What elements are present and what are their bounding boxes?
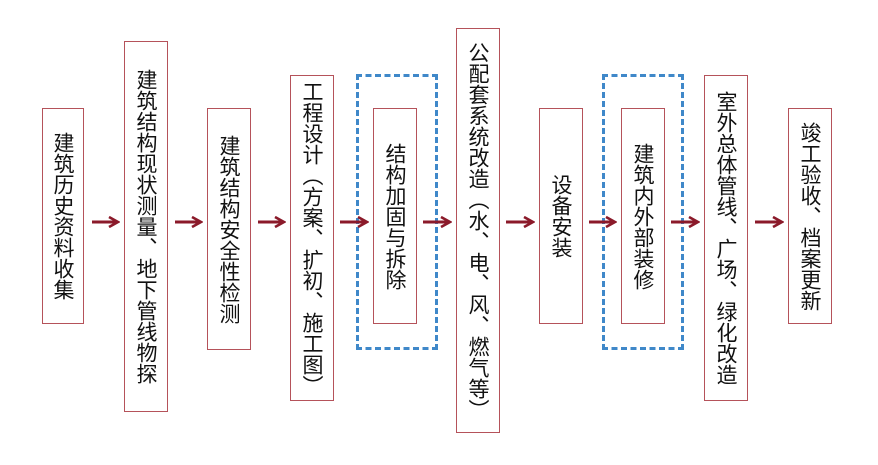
step-outdoor-pipeline-plaza-greening: 室外总体管线、广场、绿化改造 xyxy=(704,75,748,401)
step-completion-acceptance: 竣工验收、档案更新 xyxy=(788,108,832,324)
step-structural-safety-inspection: 建筑结构安全性检测 xyxy=(207,108,251,350)
step-label: 室外总体管线、广场、绿化改造 xyxy=(714,91,738,385)
step-label: 公配套系统改造（水、电、风、燃气等） xyxy=(466,41,490,420)
step-label: 建筑历史资料收集 xyxy=(51,132,75,300)
dashed-group-structure xyxy=(356,74,438,350)
dashed-group-decoration xyxy=(602,74,684,350)
step-label: 建筑结构安全性检测 xyxy=(217,134,241,324)
step-label: 建筑内外部装修 xyxy=(631,142,655,290)
step-equipment-installation: 设备安装 xyxy=(539,108,583,324)
step-label: 工程设计（方案、扩初、施工图） xyxy=(300,80,324,396)
step-history-data-collection: 建筑历史资料收集 xyxy=(42,108,84,324)
step-utility-system-renovation: 公配套系统改造（水、电、风、燃气等） xyxy=(456,28,500,433)
step-label: 建筑结构现状测量、地下管线物探 xyxy=(134,69,158,384)
step-interior-exterior-decoration: 建筑内外部装修 xyxy=(621,108,665,324)
step-label: 设备安装 xyxy=(549,174,573,258)
step-structural-reinforcement-demolition: 结构加固与拆除 xyxy=(373,108,417,324)
step-label: 结构加固与拆除 xyxy=(383,142,407,290)
step-label: 竣工验收、档案更新 xyxy=(798,121,822,311)
step-engineering-design: 工程设计（方案、扩初、施工图） xyxy=(290,75,334,401)
step-survey-and-pipeline-detection: 建筑结构现状测量、地下管线物探 xyxy=(124,41,168,412)
